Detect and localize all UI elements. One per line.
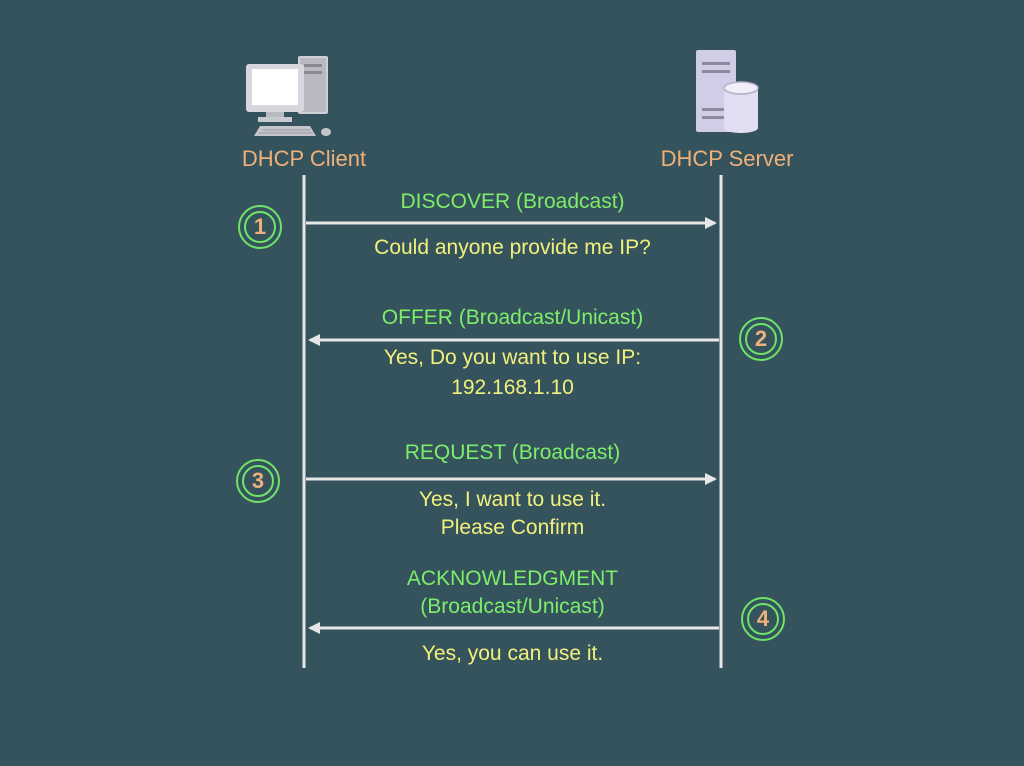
step-1-number: 1 — [244, 211, 276, 243]
step-4-number: 4 — [747, 603, 779, 635]
step-3-note-line-1: Yes, I want to use it. — [418, 488, 607, 511]
step-4-message-line-1: ACKNOWLEDGMENT — [406, 567, 619, 590]
step-3-note-line-2: Please Confirm — [440, 516, 585, 539]
step-2-message: OFFER (Broadcast/Unicast) — [381, 306, 644, 329]
step-2-number: 2 — [745, 323, 777, 355]
step-4-badge: 4 — [741, 597, 785, 641]
step-2-badge: 2 — [739, 317, 783, 361]
step-1-message: DISCOVER (Broadcast) — [400, 190, 625, 213]
desktop-computer-icon — [246, 56, 331, 136]
step-2-note-line-1: Yes, Do you want to use IP: — [383, 346, 642, 369]
server-label: DHCP Server — [660, 146, 794, 171]
step-1-note-line-1: Could anyone provide me IP? — [374, 236, 651, 259]
step-2-note-line-2: 192.168.1.10 — [451, 376, 574, 399]
step-3-number: 3 — [242, 465, 274, 497]
server-database-icon — [696, 50, 759, 133]
client-label: DHCP Client — [241, 146, 367, 171]
step-4-message-line-2: (Broadcast/Unicast) — [420, 595, 605, 618]
step-1-badge: 1 — [238, 205, 282, 249]
step-3-message: REQUEST (Broadcast) — [404, 441, 621, 464]
step-4-note-line-1: Yes, you can use it. — [421, 642, 604, 665]
step-3-badge: 3 — [236, 459, 280, 503]
